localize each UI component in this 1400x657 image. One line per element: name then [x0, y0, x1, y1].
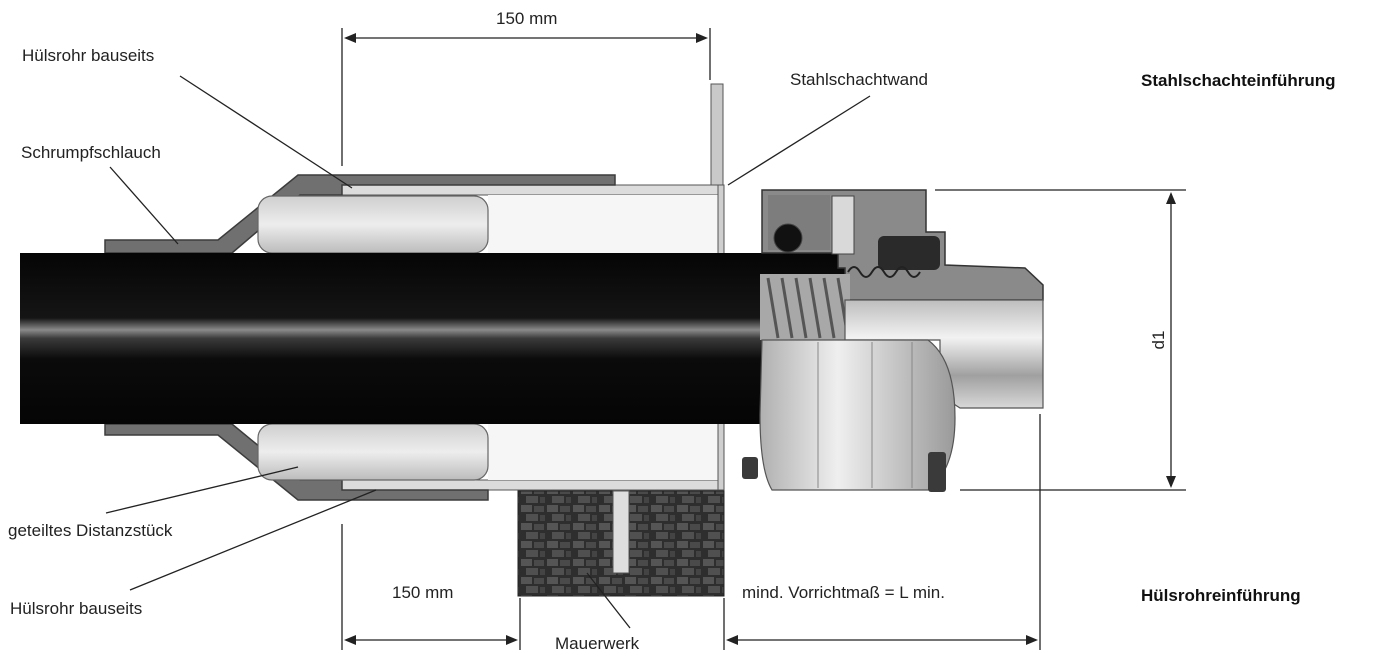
- label-huelsrohr-bottom: Hülsrohr bauseits: [10, 599, 143, 618]
- label-huelsrohr-top: Hülsrohr bauseits: [22, 46, 155, 65]
- min-length-dimension: mind. Vorrichtmaß = L min.: [742, 583, 945, 602]
- bottom-length-dimension: 150 mm: [392, 583, 454, 602]
- label-mauerwerk: Mauerwerk: [555, 634, 640, 653]
- dimension-arrowheads: [344, 33, 1176, 645]
- title-stahlschachteinfuehrung: Stahlschachteinführung: [1141, 71, 1336, 90]
- label-stahlschachtwand: Stahlschachtwand: [790, 70, 928, 89]
- label-distanzstueck: geteiltes Distanzstück: [8, 521, 173, 540]
- leader-lines: [105, 75, 871, 629]
- dimension-lines: [341, 28, 1186, 650]
- label-schrumpfschlauch: Schrumpfschlauch: [21, 143, 161, 162]
- coupling-fitting: [742, 189, 1044, 492]
- diameter-dimension: d1: [1149, 330, 1168, 350]
- masonry: [517, 490, 725, 597]
- title-huelsrohreinfuehrung: Hülsrohreinführung: [1141, 586, 1301, 605]
- top-length-dimension: 150 mm: [496, 9, 558, 29]
- medium-pipe: [20, 253, 845, 424]
